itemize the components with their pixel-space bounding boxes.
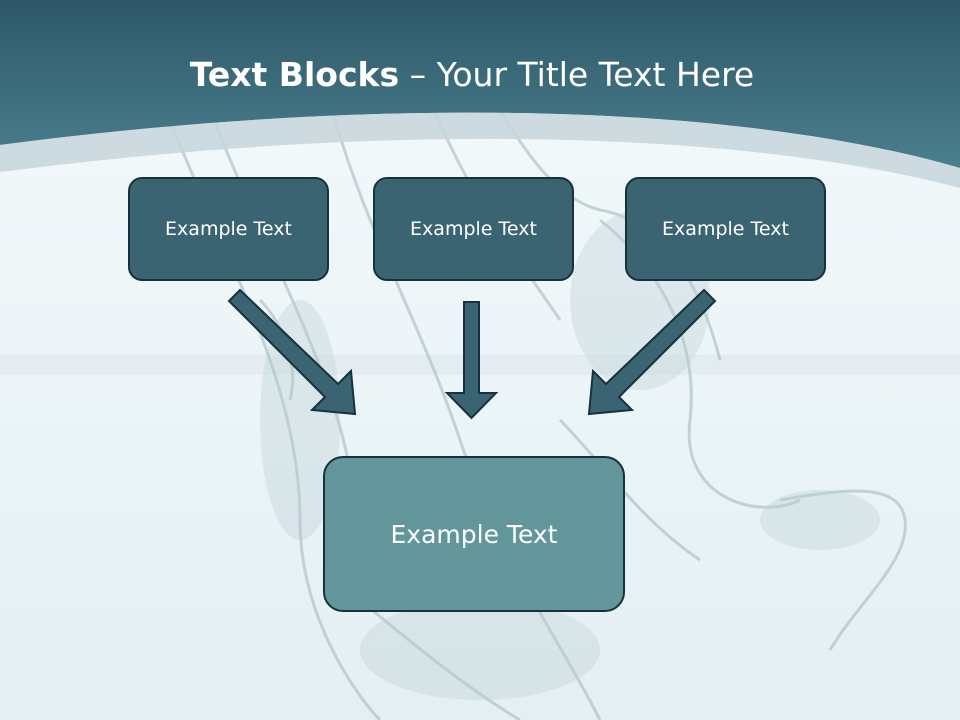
text-block-right-label: Example Text bbox=[662, 218, 789, 240]
arrow-right bbox=[587, 288, 717, 416]
text-block-bottom-label: Example Text bbox=[390, 519, 558, 549]
arrow-center bbox=[444, 301, 499, 420]
title-dash: – bbox=[399, 55, 437, 94]
slide-title: Text Blocks – Your Title Text Here bbox=[0, 52, 944, 98]
arrow-left bbox=[227, 288, 357, 416]
header-band bbox=[0, 0, 960, 168]
text-block-left-label: Example Text bbox=[165, 218, 292, 240]
title-bold: Text Blocks bbox=[189, 55, 400, 94]
text-block-right: Example Text bbox=[625, 177, 826, 281]
text-block-left: Example Text bbox=[128, 177, 329, 281]
title-rest: Your Title Text Here bbox=[436, 55, 755, 94]
header-swoosh bbox=[0, 112, 960, 188]
text-block-bottom: Example Text bbox=[323, 456, 625, 612]
text-block-center-label: Example Text bbox=[410, 218, 537, 240]
text-block-center: Example Text bbox=[373, 177, 574, 281]
